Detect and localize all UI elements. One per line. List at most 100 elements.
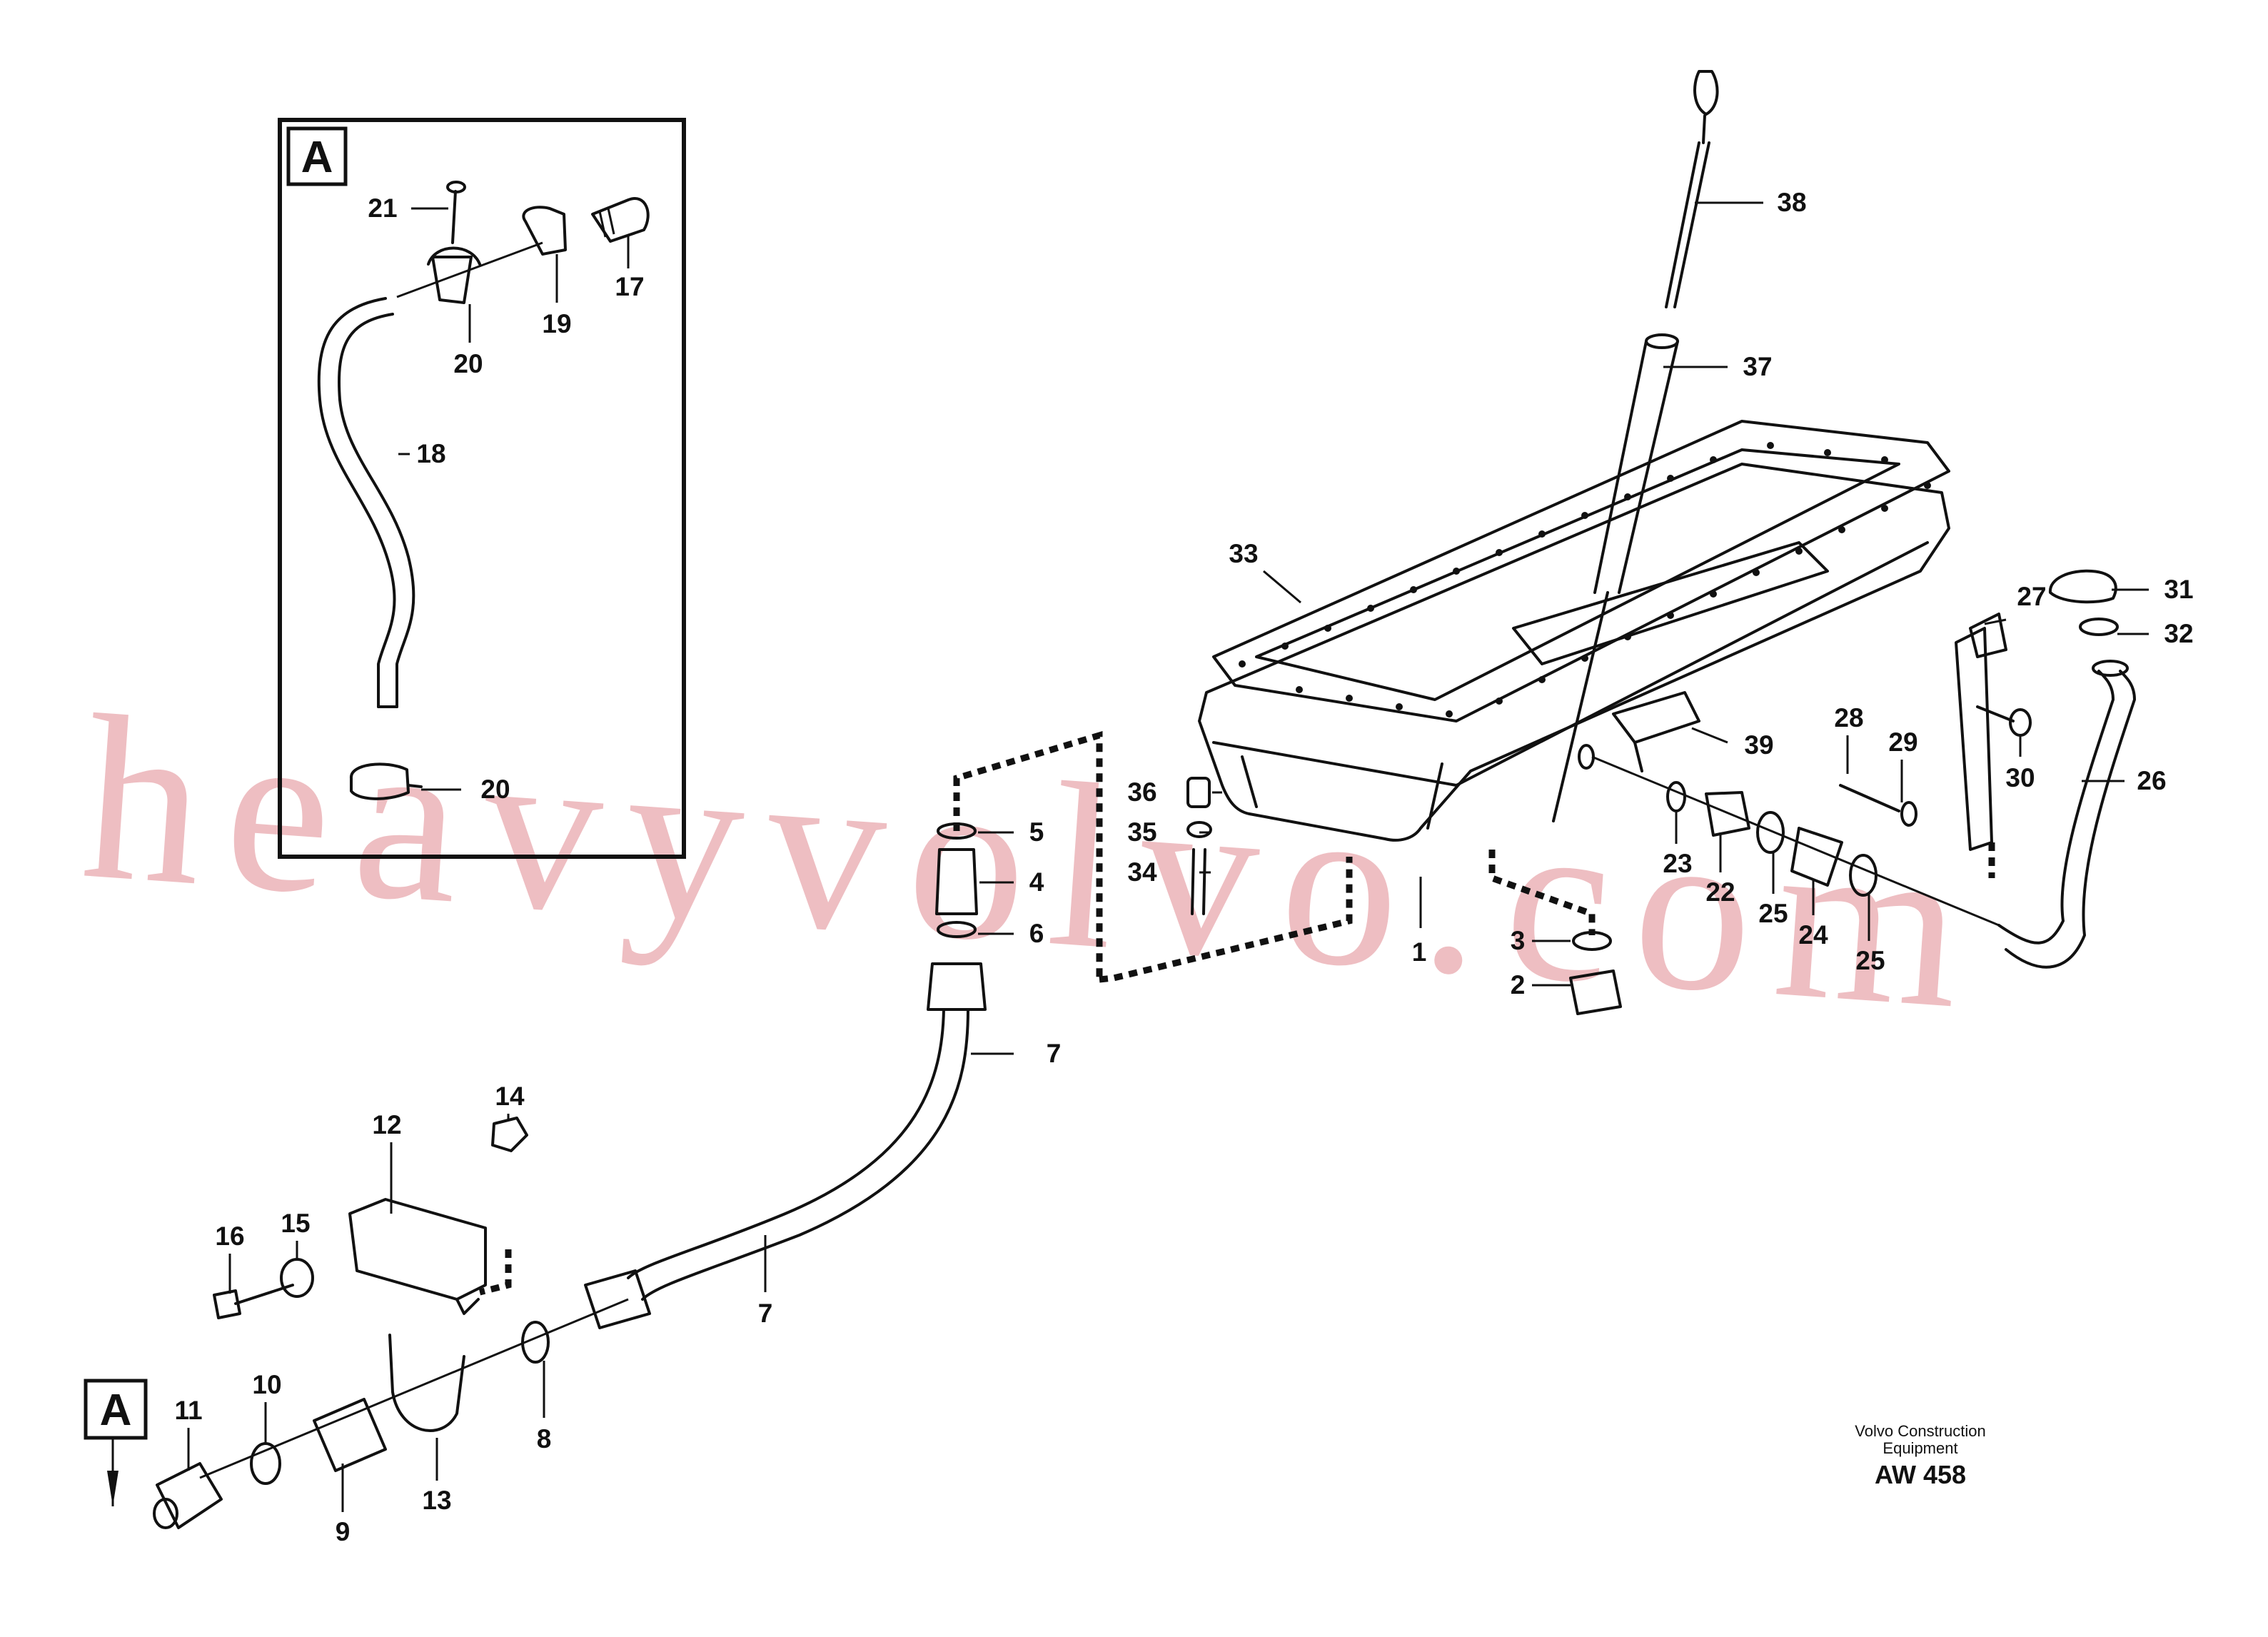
plug-part-2 [1569,969,1622,1015]
callout-26: 26 [2137,766,2166,795]
coupling-cap-11 [153,1498,178,1529]
callout-labels: 21 20 19 17 18 20 38 37 33 39 1 3 2 5 4 … [174,188,2193,1546]
callout-20b: 20 [480,775,510,804]
callout-9: 9 [336,1517,351,1546]
callout-10: 10 [252,1370,281,1399]
ref-label-box [84,1379,148,1440]
callout-1: 1 [1412,937,1427,967]
lower-fittings [153,1117,629,1529]
callout-32: 32 [2164,619,2193,648]
dashed-connector [478,1249,512,1296]
hose-nut [584,1269,651,1329]
reference-marker-a: A [84,1379,148,1506]
bolt-part-30 [1976,705,2015,722]
callout-11: 11 [174,1396,202,1425]
callout-14: 14 [495,1082,525,1111]
callout-17: 17 [615,272,644,301]
bracket-foot [455,1298,480,1315]
hose-part-24 [1790,827,1843,887]
washer-part-35 [1186,821,1212,838]
filler-pipe-edge [2005,670,2136,969]
callout-35: 35 [1127,817,1156,847]
hose-part-18 [317,297,396,708]
callout-36: 36 [1127,777,1156,807]
hose-axis [396,241,543,298]
callout-27: 27 [2017,582,2046,611]
callout-2: 2 [1511,970,1526,999]
nipple-thread [598,211,607,238]
ref-arrow-head [107,1471,119,1506]
washer-part-8 [521,1321,550,1364]
callout-5: 5 [1029,817,1044,847]
tube-wall [1593,340,1648,594]
watermark-text: heavyvolvo.com [76,667,1993,1059]
pan-port [1578,744,1595,770]
ref-label: A [100,1386,132,1435]
publisher-credit: Volvo Construction Equipment AW 458 [1855,1422,1985,1489]
dashed-connector [953,730,1103,979]
gasket-part-33-inner [1255,448,1900,701]
callout-3: 3 [1511,926,1526,955]
detail-label: A [301,133,333,182]
hose-part-7 [627,1008,945,1279]
callout-30: 30 [2005,763,2035,792]
filler-group [1997,569,2136,969]
fitting-part-9 [313,1398,387,1472]
tube-wall [1618,340,1679,594]
screw-part-21 [451,190,457,244]
stud-part-34 [1202,848,1206,915]
coupling-part-11 [156,1462,223,1529]
fitting-axis [199,1298,629,1479]
bracket-part-39 [1612,691,1700,744]
u-bolt-part-13 [388,1334,465,1432]
callout-33: 33 [1229,539,1258,568]
dipstick-part-38 [1665,70,1719,308]
callout-4: 4 [1029,867,1044,897]
clip-tab [407,784,423,788]
callout-20a: 20 [453,349,483,378]
callout-8: 8 [537,1424,552,1454]
clip-part-20-lower [350,762,410,800]
leader-33 [1263,570,1301,604]
spacer-part-15 [280,1258,314,1298]
washer-part-6 [937,921,977,938]
pan-rib [1426,762,1443,830]
drain-stack [584,822,987,1329]
bolt-head-30 [2009,708,2032,737]
hose-part-7-edge [641,1008,969,1301]
dipstick-rod [1665,141,1700,308]
callout-16: 16 [215,1222,244,1251]
callout-leaders [187,201,2149,1512]
callout-39: 39 [1744,730,1773,760]
clip-part-20-upper [431,256,473,304]
bolt-part-28 [1839,784,1900,812]
callout-13: 13 [422,1486,451,1515]
bracket-tab-27 [1969,613,2007,658]
bracket-part-12 [348,1198,487,1301]
clip-part-20-upper-arc [427,246,481,266]
dipstick-handle [1693,70,1719,116]
pan-baffle [1512,541,1829,665]
tube-top [1645,333,1679,349]
callout-21: 21 [368,193,397,223]
callout-38: 38 [1777,188,1806,217]
callout-37: 37 [1743,352,1772,381]
clamp-part-25 [1756,811,1785,854]
oil-pan-assembly [1198,420,1950,842]
callout-34: 34 [1127,857,1157,887]
detail-frame [278,118,686,859]
adapter-part-4 [935,848,978,915]
clamp-part-25b [1849,854,1878,897]
detail-view-a: A [278,118,686,859]
washer-part-29 [1900,801,1917,827]
stud-part-34 [1191,848,1195,915]
nipple-thread [607,208,615,235]
screw-head-21 [446,181,466,193]
pan-flange-edge [1212,541,1929,787]
fitting-part-19 [522,206,567,256]
bracket-tab [1633,741,1643,772]
leader-39 [1691,727,1728,744]
oil-pan-part-1 [1198,463,1950,842]
callout-31: 31 [2164,575,2193,604]
dipstick-stem [1702,114,1706,144]
